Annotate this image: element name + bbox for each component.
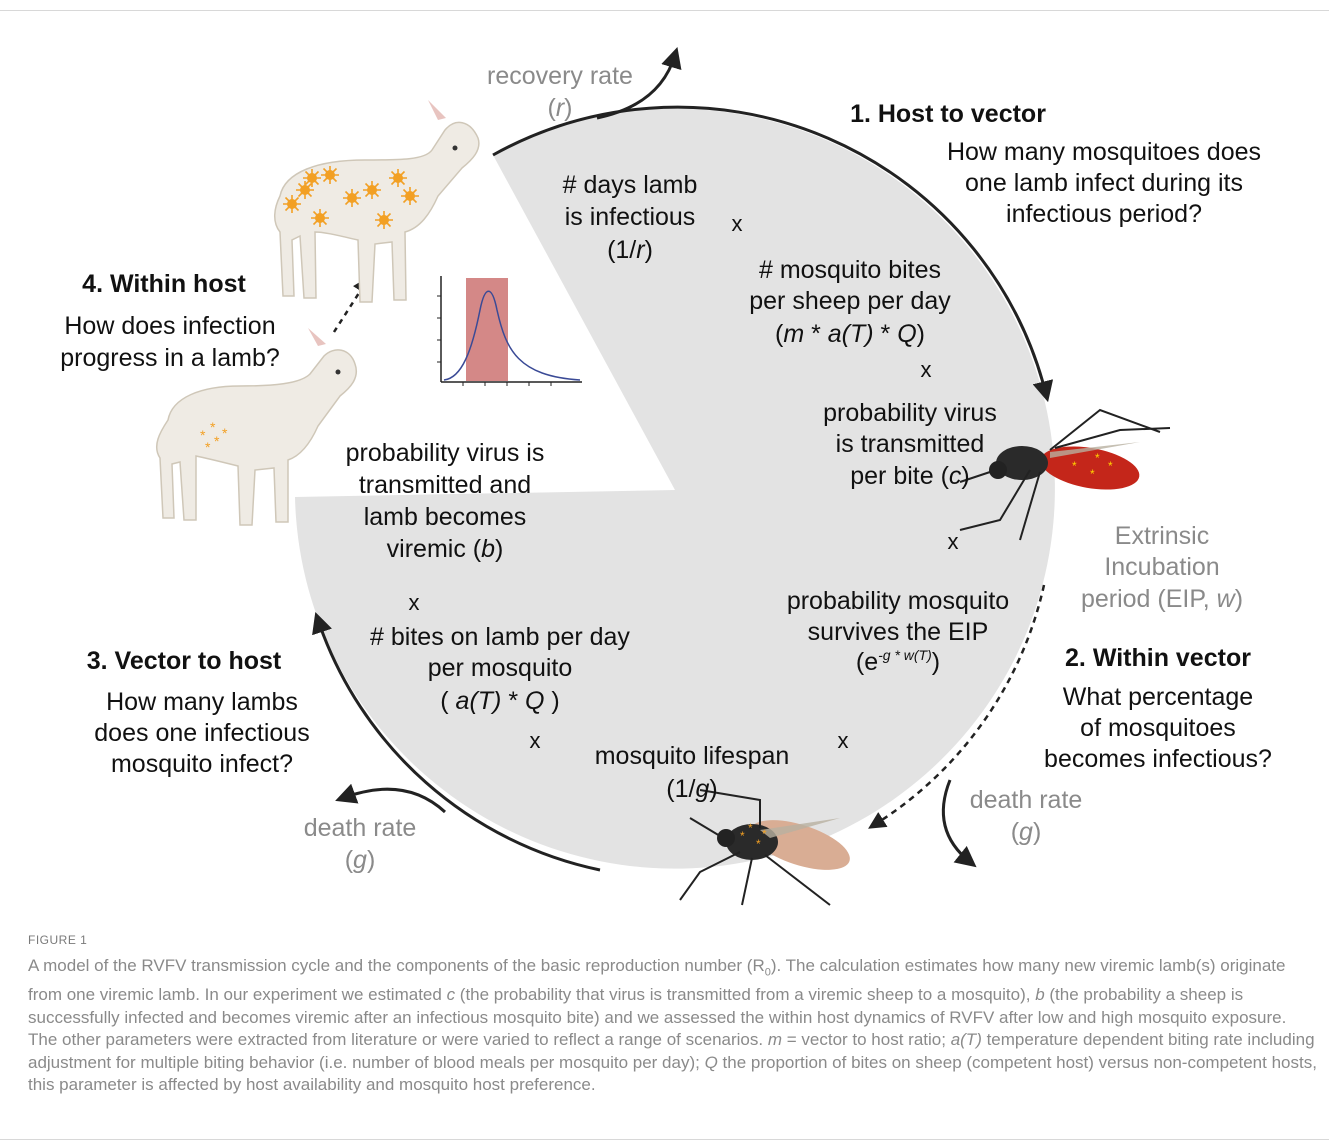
figure-label: FIGURE 1 bbox=[28, 933, 87, 947]
eip-line2: Incubation bbox=[1104, 553, 1219, 581]
step4-question-line2: progress in a lamb? bbox=[60, 344, 280, 372]
bites-sheep-line2: per sheep per day bbox=[749, 287, 951, 315]
multiply-sign: x bbox=[530, 728, 541, 753]
bottom-rule bbox=[0, 1139, 1329, 1140]
step3-question-line2: does one infectious bbox=[94, 719, 309, 747]
eip-line3: period (EIP, w) bbox=[1081, 585, 1243, 613]
viremia-curve-inset bbox=[437, 276, 582, 386]
svg-text:*: * bbox=[1090, 467, 1095, 481]
svg-text:*: * bbox=[1072, 459, 1077, 473]
recovery-rate-symbol: (r) bbox=[548, 94, 573, 122]
step2-question-line3: becomes infectious? bbox=[1044, 745, 1272, 773]
death-rate-left-label: death rate bbox=[304, 814, 417, 842]
prob-b-line4: viremic (b) bbox=[387, 535, 504, 563]
days-infectious-symbol: (1/r) bbox=[607, 236, 653, 264]
multiply-sign: x bbox=[409, 590, 420, 615]
prob-c-line1: probability virus bbox=[823, 399, 997, 427]
bites-lamb-line2: per mosquito bbox=[428, 654, 573, 682]
svg-text:*: * bbox=[1095, 451, 1100, 465]
step2-title: 2. Within vector bbox=[1065, 644, 1251, 672]
lifespan-symbol: (1/g) bbox=[666, 775, 717, 803]
death-arrow-left bbox=[343, 789, 445, 812]
bites-sheep-formula: (m * a(T) * Q) bbox=[775, 320, 925, 348]
death-rate-left-symbol: (g) bbox=[345, 846, 376, 874]
svg-text:*: * bbox=[740, 829, 745, 843]
prob-c-line2: is transmitted bbox=[836, 430, 985, 458]
svg-text:*: * bbox=[222, 425, 228, 441]
step1-question-line2: one lamb infect during its bbox=[965, 169, 1243, 197]
transmission-cycle-diagram: *** ** **** bbox=[0, 0, 1329, 920]
step4-question-line1: How does infection bbox=[64, 312, 275, 340]
survive-line1: probability mosquito bbox=[787, 587, 1009, 615]
step3-title: 3. Vector to host bbox=[87, 647, 282, 675]
prob-b-line1: probability virus is bbox=[346, 439, 545, 467]
bites-lamb-formula: ( a(T) * Q ) bbox=[440, 687, 559, 715]
step1-question-line1: How many mosquitoes does bbox=[947, 138, 1261, 166]
step1-question-line3: infectious period? bbox=[1006, 200, 1202, 228]
svg-text:*: * bbox=[756, 837, 761, 851]
svg-text:*: * bbox=[205, 439, 211, 455]
death-rate-right-symbol: (g) bbox=[1011, 818, 1042, 846]
survive-line2: survives the EIP bbox=[808, 618, 989, 646]
step1-title: 1. Host to vector bbox=[850, 100, 1046, 128]
multiply-sign: x bbox=[838, 728, 849, 753]
bites-sheep-line1: # mosquito bites bbox=[759, 256, 941, 284]
lifespan-line1: mosquito lifespan bbox=[595, 742, 790, 770]
multiply-sign: x bbox=[948, 529, 959, 554]
step4-title: 4. Within host bbox=[82, 270, 246, 298]
eip-line1: Extrinsic bbox=[1115, 522, 1209, 550]
svg-text:*: * bbox=[1108, 459, 1113, 473]
infected-lamb-icon bbox=[275, 100, 479, 302]
death-rate-right-label: death rate bbox=[970, 786, 1083, 814]
bites-lamb-line1: # bites on lamb per day bbox=[370, 623, 630, 651]
step2-question-line2: of mosquitoes bbox=[1080, 714, 1236, 742]
step2-question-line1: What percentage bbox=[1063, 683, 1253, 711]
figure-caption: A model of the RVFV transmission cycle a… bbox=[28, 955, 1318, 1097]
step3-question-line1: How many lambs bbox=[106, 688, 298, 716]
prob-b-line2: transmitted and bbox=[359, 471, 531, 499]
svg-text:*: * bbox=[762, 827, 767, 841]
recovery-rate-label: recovery rate bbox=[487, 62, 633, 90]
step3-question-line3: mosquito infect? bbox=[111, 750, 293, 778]
multiply-sign: x bbox=[732, 211, 743, 236]
days-infectious-line2: is infectious bbox=[565, 203, 696, 231]
prob-c-line3: per bite (c) bbox=[850, 462, 970, 490]
svg-text:*: * bbox=[214, 433, 220, 449]
prob-b-line3: lamb becomes bbox=[364, 503, 527, 531]
days-infectious-line1: # days lamb bbox=[563, 171, 698, 199]
death-arrow-right bbox=[943, 780, 970, 862]
svg-text:*: * bbox=[748, 821, 753, 835]
multiply-sign: x bbox=[921, 357, 932, 382]
